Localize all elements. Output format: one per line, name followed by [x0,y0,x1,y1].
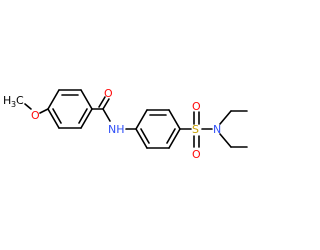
sulfur-label: S [192,123,199,136]
sulfonamide-ring [135,109,181,149]
ethyl-group-top [219,110,248,125]
chemical-structure: H 3 C O O NH [3,87,248,161]
methyl-o-bond [24,103,32,110]
ether-oxygen-label: O [31,109,40,122]
amide-nh-label: NH [108,123,125,136]
carbonyl-bond-b [98,96,106,108]
sulfonyl-oxygen-bottom-label: O [192,148,201,161]
methyl-subscript-label: 3 [11,100,16,109]
methyl-c-label: C [16,94,24,107]
ethyl-group-bottom [219,133,248,148]
ether-ring-bond [39,108,49,114]
sulfonyl-oxygen-top-label: O [192,100,201,113]
anisole-ring [47,89,93,129]
amine-nitrogen-label: N [213,123,221,136]
carbonyl-nh-bond [102,108,111,122]
carbonyl-bond-a [102,98,110,110]
methyl-h-label: H [3,94,11,107]
carbonyl-oxygen-label: O [104,87,113,100]
